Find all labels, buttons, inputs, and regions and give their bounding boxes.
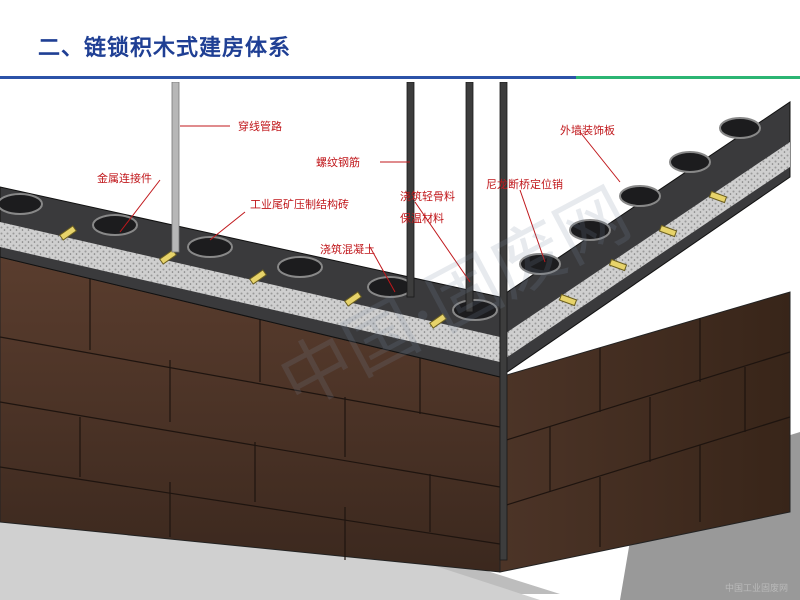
label-tailing-brick: 工业尾矿压制结构砖 bbox=[250, 198, 349, 211]
label-rebar: 螺纹钢筋 bbox=[316, 156, 360, 169]
label-conduit: 穿线管路 bbox=[238, 120, 282, 133]
label-insulation: 保温材料 bbox=[400, 212, 444, 225]
label-concrete: 浇筑混凝土 bbox=[320, 243, 375, 256]
slide-title: 二、链锁积木式建房体系 bbox=[38, 36, 292, 61]
wall-system-illustration bbox=[0, 82, 800, 600]
label-lightweight-aggregate: 浇筑轻骨料 bbox=[400, 190, 455, 203]
title-underline bbox=[0, 76, 800, 79]
corner-watermark: 中国工业固废网 bbox=[724, 584, 788, 594]
label-nylon-pin: 尼龙断桥定位销 bbox=[486, 178, 563, 191]
label-metal-connector: 金属连接件 bbox=[97, 172, 152, 185]
wall-cutaway-drawing bbox=[0, 82, 800, 600]
label-cladding: 外墙装饰板 bbox=[560, 124, 615, 137]
